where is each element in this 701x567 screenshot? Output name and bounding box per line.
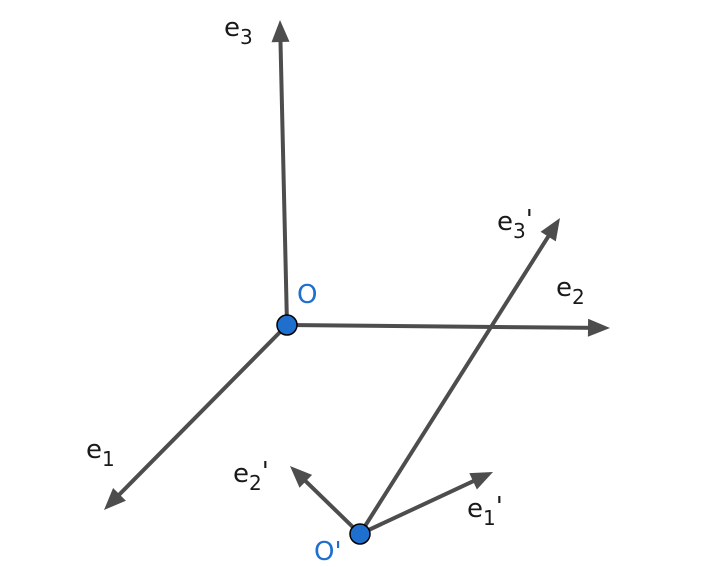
e3-prime-label: e3' bbox=[497, 205, 533, 243]
e2-prime-axis bbox=[297, 473, 362, 536]
e1-prime-label-base: e bbox=[467, 494, 483, 524]
e1-prime-axis bbox=[358, 475, 483, 536]
e3-prime-label-sub: 3 bbox=[513, 219, 526, 243]
e3-axis bbox=[278, 31, 289, 327]
e2p-arrowhead bbox=[290, 466, 313, 488]
e2-label-base: e bbox=[556, 273, 572, 303]
e2-axis bbox=[285, 323, 599, 330]
e2-label: e2 bbox=[556, 273, 585, 309]
origin-o-prime-dot bbox=[349, 523, 371, 545]
e2-prime-label-sub: 2 bbox=[249, 471, 262, 495]
e1-label-sub: 1 bbox=[102, 447, 115, 471]
e3-label-sub: 3 bbox=[240, 25, 253, 49]
e1-prime-label: e1' bbox=[467, 492, 503, 530]
arrowheads bbox=[104, 20, 610, 510]
e1-arrowhead bbox=[104, 488, 126, 510]
e3-label-base: e bbox=[224, 13, 240, 43]
e3-prime-axis bbox=[358, 227, 555, 536]
e3p-arrowhead bbox=[540, 218, 560, 242]
e1-axis bbox=[111, 323, 289, 503]
e2-label-sub: 2 bbox=[572, 285, 585, 309]
origin-o-prime-label: O' bbox=[314, 537, 342, 567]
e3-prime-label-prime: ' bbox=[526, 205, 533, 235]
e2-prime-label-base: e bbox=[233, 459, 249, 489]
origin-o-label: O bbox=[297, 280, 317, 310]
origin-o-dot bbox=[276, 314, 298, 336]
e1-label-base: e bbox=[86, 435, 102, 465]
e3-arrowhead bbox=[271, 20, 290, 43]
e2-prime-label-prime: ' bbox=[262, 457, 269, 487]
e1-prime-label-sub: 1 bbox=[483, 506, 496, 530]
e2-arrowhead bbox=[587, 318, 610, 337]
e1-label: e1 bbox=[86, 435, 115, 471]
e3-prime-label-base: e bbox=[497, 207, 513, 237]
e1p-arrowhead bbox=[469, 472, 493, 490]
e2-prime-label: e2' bbox=[233, 457, 269, 495]
e1-prime-label-prime: ' bbox=[496, 492, 503, 522]
e3-label: e3 bbox=[224, 13, 253, 49]
